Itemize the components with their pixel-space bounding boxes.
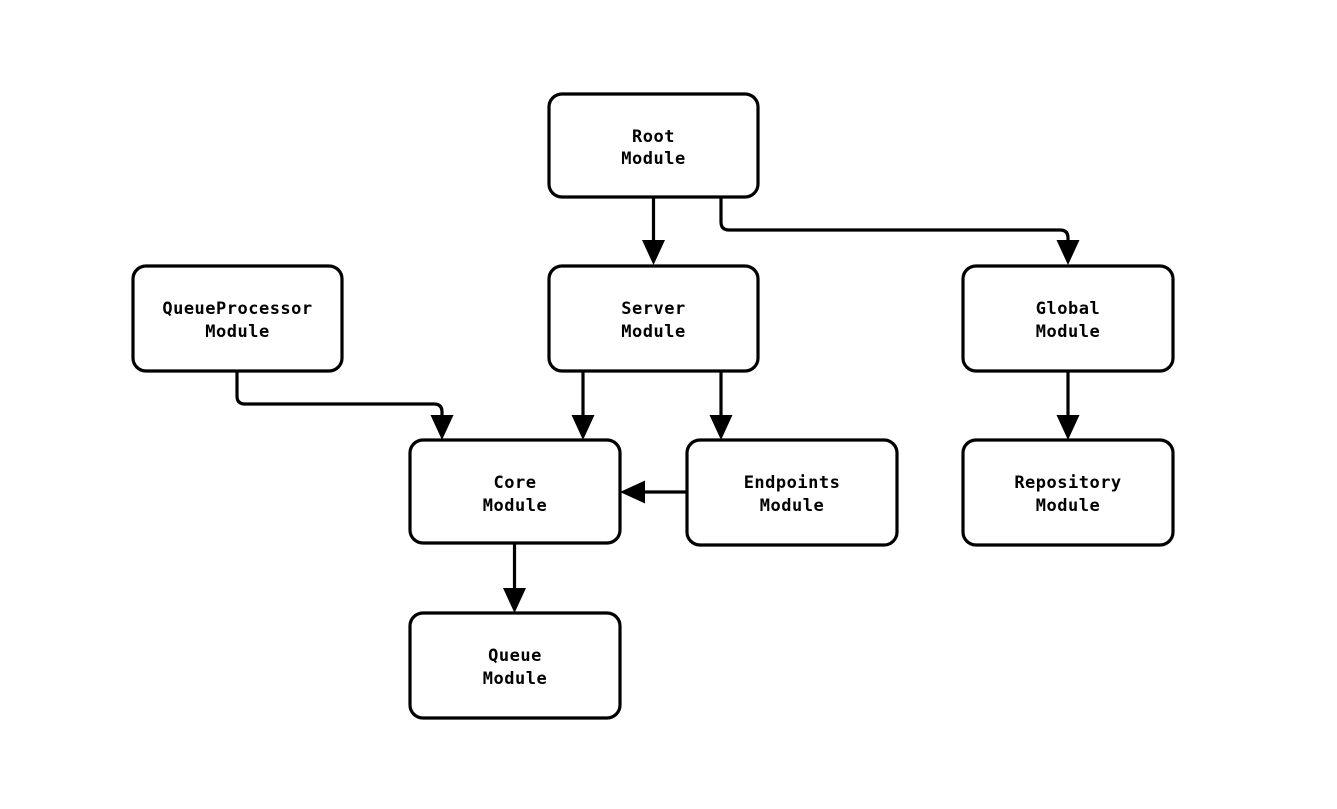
endpoints-module-label-line2: Module xyxy=(760,496,824,516)
queue-module-box[interactable] xyxy=(408,611,622,720)
edge-queueprocessor-to-core xyxy=(235,371,454,440)
core-module-node[interactable]: Core Module xyxy=(408,438,622,545)
edge-layer xyxy=(235,197,1080,613)
queueprocessor-module-node[interactable]: QueueProcessor Module xyxy=(131,264,344,373)
repository-module-label-line2: Module xyxy=(1036,496,1100,516)
global-module-node[interactable]: Global Module xyxy=(961,264,1175,373)
edge-root-to-server xyxy=(642,197,665,265)
root-module-node[interactable]: Root Module xyxy=(547,92,760,199)
repository-module-label-line1: Repository xyxy=(1014,473,1121,493)
queue-module-node[interactable]: Queue Module xyxy=(408,611,622,720)
repository-module-box[interactable] xyxy=(961,438,1175,547)
endpoints-module-node[interactable]: Endpoints Module xyxy=(685,438,899,547)
queue-module-label-line2: Module xyxy=(483,669,547,689)
core-module-label-line1: Core xyxy=(494,473,537,493)
global-module-label-line2: Module xyxy=(1036,322,1100,342)
queue-module-label-line1: Queue xyxy=(488,646,542,666)
edge-root-to-global xyxy=(719,197,1080,265)
root-module-label-line1: Root xyxy=(632,127,675,147)
queueprocessor-module-box[interactable] xyxy=(131,264,344,373)
queueprocessor-module-label-line2: Module xyxy=(205,322,269,342)
node-layer: Root Module QueueProcessor Module Server… xyxy=(131,92,1175,720)
global-module-box[interactable] xyxy=(961,264,1175,373)
repository-module-node[interactable]: Repository Module xyxy=(961,438,1175,547)
queueprocessor-module-label-line1: QueueProcessor xyxy=(162,299,312,319)
core-module-label-line2: Module xyxy=(483,496,547,516)
server-module-label-line1: Server xyxy=(621,299,685,319)
global-module-label-line1: Global xyxy=(1036,299,1100,319)
edge-server-to-endpoints xyxy=(709,371,733,440)
server-module-box[interactable] xyxy=(547,264,760,373)
endpoints-module-label-line1: Endpoints xyxy=(744,473,841,493)
root-module-box[interactable] xyxy=(547,92,760,199)
edge-core-to-queue xyxy=(503,543,526,613)
endpoints-module-box[interactable] xyxy=(685,438,899,547)
edge-endpoints-to-core xyxy=(620,480,687,504)
root-module-label-line2: Module xyxy=(621,149,685,169)
edge-server-to-core xyxy=(571,371,595,440)
core-module-box[interactable] xyxy=(408,438,622,545)
server-module-node[interactable]: Server Module xyxy=(547,264,760,373)
server-module-label-line2: Module xyxy=(621,322,685,342)
edge-global-to-repository xyxy=(1056,371,1080,440)
